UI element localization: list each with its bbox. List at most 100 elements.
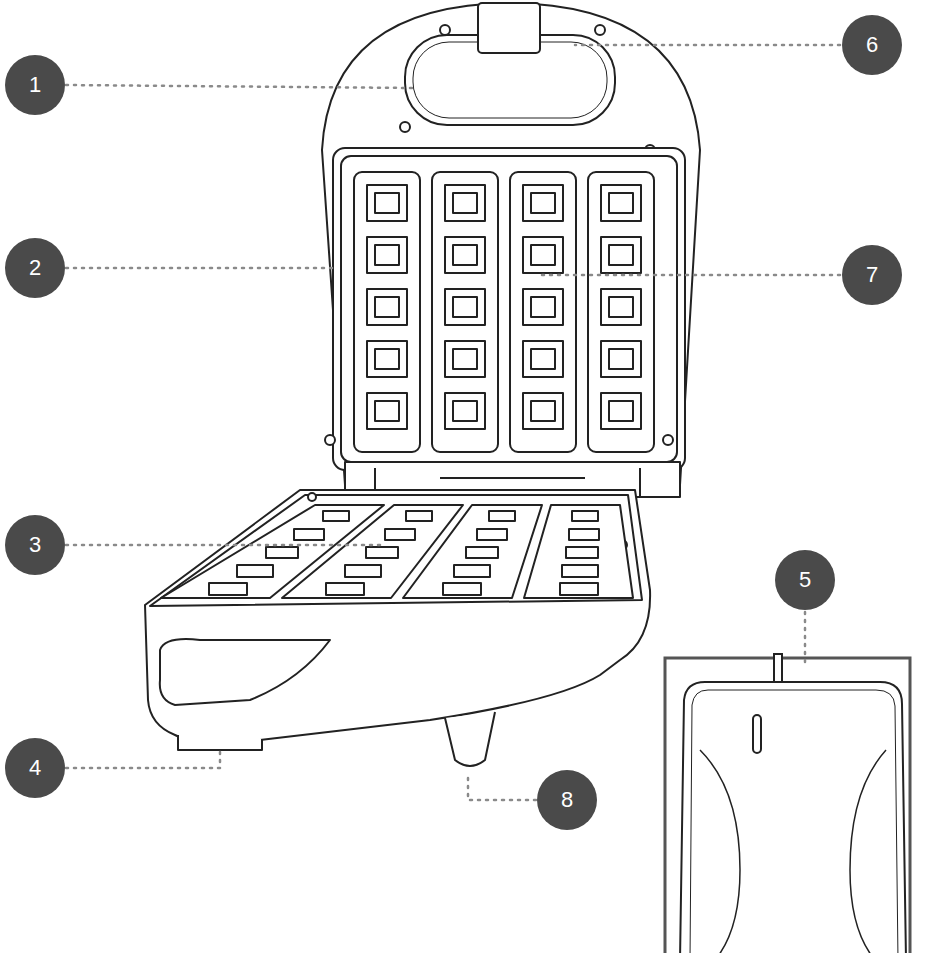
mold-column bbox=[510, 172, 576, 452]
mold-cell bbox=[445, 393, 485, 429]
mold-bump bbox=[326, 583, 364, 595]
mold-cell-top bbox=[453, 401, 477, 421]
mold-cell-top bbox=[609, 245, 633, 265]
callout-number: 2 bbox=[29, 257, 41, 279]
closed-lid bbox=[680, 682, 906, 953]
handle-tab bbox=[178, 735, 262, 750]
mold-bump bbox=[237, 565, 273, 577]
leader-line bbox=[575, 44, 840, 47]
lower-plate bbox=[150, 495, 642, 606]
screw bbox=[325, 435, 335, 445]
callout-number: 4 bbox=[29, 757, 41, 779]
mold-cell bbox=[523, 341, 563, 377]
leader-line bbox=[540, 274, 840, 277]
mold-cell-top bbox=[609, 401, 633, 421]
callout-number: 8 bbox=[561, 789, 573, 811]
mold-cell bbox=[523, 237, 563, 273]
mold-bump bbox=[569, 529, 599, 540]
leader-line bbox=[804, 612, 807, 662]
mold-bump bbox=[294, 529, 324, 540]
side-grip bbox=[850, 750, 886, 953]
mold-cell-top bbox=[531, 297, 555, 317]
mold-bump bbox=[345, 565, 381, 577]
mold-column bbox=[588, 172, 654, 452]
side-grip bbox=[700, 750, 740, 953]
mold-cell bbox=[601, 393, 641, 429]
mold-cell bbox=[523, 393, 563, 429]
mold-cell bbox=[601, 341, 641, 377]
hinge-line bbox=[639, 468, 641, 497]
mold-bump bbox=[489, 511, 515, 521]
callout-circle: 5 bbox=[775, 550, 835, 610]
callout-circle: 8 bbox=[537, 770, 597, 830]
mold-groove bbox=[524, 505, 633, 598]
leader-line bbox=[66, 544, 380, 547]
mold-cell bbox=[523, 289, 563, 325]
mold-cell-top bbox=[453, 297, 477, 317]
indicator-light bbox=[753, 715, 761, 753]
callout-number: 6 bbox=[866, 34, 878, 56]
mold-column bbox=[354, 172, 420, 452]
mold-cell-top bbox=[453, 245, 477, 265]
mold-cell bbox=[523, 185, 563, 221]
inset-view bbox=[665, 654, 910, 953]
base-handle bbox=[160, 639, 330, 705]
callout-circle: 6 bbox=[842, 15, 902, 75]
lid-plate-border bbox=[333, 148, 685, 470]
mold-bump bbox=[209, 583, 247, 595]
callout-number: 5 bbox=[799, 569, 811, 591]
leader-line bbox=[66, 85, 415, 88]
mold-bump bbox=[266, 547, 298, 558]
mold-cell-top bbox=[453, 349, 477, 369]
mold-cell bbox=[601, 185, 641, 221]
mold-cell bbox=[445, 185, 485, 221]
mold-bump bbox=[562, 565, 598, 577]
mold-cell-top bbox=[375, 401, 399, 421]
mold-bump bbox=[366, 547, 398, 558]
closed-lid-rim bbox=[690, 690, 898, 953]
mold-cell bbox=[367, 237, 407, 273]
mold-bump bbox=[466, 547, 498, 558]
leader-line bbox=[66, 752, 220, 768]
mold-bump bbox=[566, 547, 598, 558]
appliance bbox=[145, 3, 700, 766]
callout-number: 7 bbox=[866, 264, 878, 286]
mold-cell-top bbox=[609, 349, 633, 369]
leader-line bbox=[468, 772, 536, 800]
mold-cell-top bbox=[375, 245, 399, 265]
upper-plate bbox=[341, 156, 677, 462]
screw bbox=[440, 25, 450, 35]
mold-cell bbox=[601, 237, 641, 273]
base-shell bbox=[145, 490, 650, 743]
mold-bump bbox=[477, 529, 507, 540]
foot bbox=[445, 712, 495, 766]
mold-bump bbox=[443, 583, 481, 595]
mold-cell-top bbox=[531, 193, 555, 213]
mold-cell bbox=[367, 393, 407, 429]
callout-number: 1 bbox=[29, 74, 41, 96]
mold-cell-top bbox=[375, 349, 399, 369]
mold-bump bbox=[323, 511, 349, 521]
leader-line bbox=[66, 267, 335, 270]
mold-bump bbox=[560, 583, 598, 595]
mold-groove bbox=[403, 505, 542, 598]
leader-lines bbox=[66, 45, 840, 800]
mold-bump bbox=[385, 529, 415, 540]
mold-cell bbox=[445, 237, 485, 273]
mold-cell-top bbox=[531, 401, 555, 421]
mold-column bbox=[432, 172, 498, 452]
screw bbox=[308, 493, 316, 501]
mold-cell-top bbox=[375, 193, 399, 213]
latch bbox=[774, 654, 782, 682]
mold-cell bbox=[601, 289, 641, 325]
mold-cell-top bbox=[531, 245, 555, 265]
mold-cell-top bbox=[375, 297, 399, 317]
mold-cell-top bbox=[609, 193, 633, 213]
hinge-line bbox=[440, 477, 585, 479]
mold-bumps bbox=[209, 511, 599, 595]
mold-bump bbox=[572, 511, 598, 521]
callout-circle: 7 bbox=[842, 245, 902, 305]
mold-cell bbox=[367, 289, 407, 325]
